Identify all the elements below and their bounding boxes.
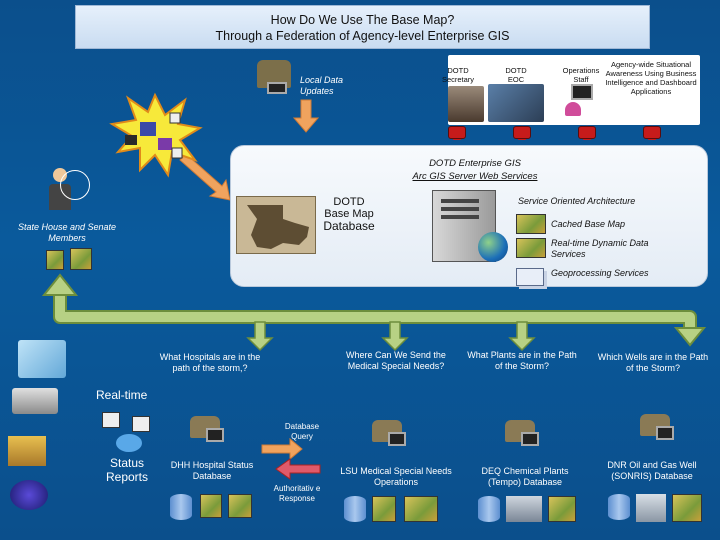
authoritative-arrow (275, 458, 321, 480)
agency-wide-label: Agency-wide Situational Awareness Using … (605, 60, 697, 96)
cached-map-label: Cached Base Map (551, 219, 626, 229)
local-update-arrow (292, 99, 320, 133)
dnr-operator-figure (640, 414, 680, 448)
deq-label: DEQ Chemical Plants (Tempo) Database (481, 466, 569, 487)
dhh-database-icon (170, 494, 192, 520)
status-reports-text: Status Reports (105, 456, 149, 484)
db-line3: Database (323, 219, 375, 233)
orange-arrow-query (261, 437, 303, 461)
green-bus-arrow (53, 290, 697, 332)
green-bus-arrowhead-down (673, 327, 707, 347)
lsu-map-thumb (372, 496, 396, 522)
drop-arrow-2 (381, 321, 409, 352)
school-icon (8, 436, 46, 466)
panel-heading-1: DOTD Enterprise GIS (429, 158, 521, 169)
operations-staff-label: Operations Staff (562, 66, 600, 84)
operations-staff-icon (565, 84, 599, 120)
deq-database-icon (478, 496, 500, 522)
presenter-ring (60, 170, 90, 200)
question-medical: Where Can We Send the Medical Special Ne… (346, 350, 446, 371)
soa-label: Service Oriented Architecture (518, 196, 636, 206)
lsu-photo-thumb (404, 496, 438, 522)
status-reports-label: Status Reports (98, 456, 156, 484)
panel-heading-2: Arc GIS Server Web Services (412, 171, 538, 182)
lsu-operator-figure (372, 420, 412, 454)
authoritative-label: Authoritativ e Response (273, 484, 321, 503)
connector-cap-1 (448, 126, 466, 139)
dotd-secretary-label: DOTD Secretary (441, 66, 475, 84)
realtime-services-label: Real-time Dynamic Data Services (551, 238, 649, 259)
drop-arrow-1 (246, 321, 274, 352)
globe-icon (478, 232, 508, 262)
panel-heading: DOTD Enterprise GIS Arc GIS Server Web S… (395, 157, 555, 183)
realtime-thumb (516, 238, 546, 258)
drop-arrow-3 (508, 321, 536, 352)
lsu-database-icon (344, 496, 366, 522)
question-wells: Which Wells are in the Path of the Storm… (597, 352, 709, 373)
local-updates-label: Local Data Updates (300, 75, 344, 96)
dnr-well-photo (636, 494, 666, 522)
title-line1: How Do We Use The Base Map? (270, 13, 455, 27)
page-title: How Do We Use The Base Map? Through a Fe… (75, 5, 650, 49)
lsu-label: LSU Medical Special Needs Operations (340, 466, 452, 487)
hospital-icon (12, 388, 58, 414)
question-plants: What Plants are in the Path of the Storm… (467, 350, 577, 371)
dnr-database-icon (608, 494, 630, 520)
deq-map-thumb (548, 496, 576, 522)
db-line1: DOTD (333, 196, 365, 208)
db-line2: Base Map (324, 208, 374, 220)
realtime-label: Real-time (96, 388, 148, 402)
dhh-label: DHH Hospital Status Database (170, 460, 254, 481)
dotd-eoc-label: DOTD EOC (505, 66, 527, 84)
state-house-label: State House and Senate Members (17, 222, 117, 243)
status-network-icon (102, 412, 158, 454)
dnr-map-thumb (672, 494, 702, 522)
geoprocessing-label: Geoprocessing Services (551, 268, 649, 278)
cached-map-thumb (516, 214, 546, 234)
dhh-operator-figure (190, 416, 230, 450)
document-icon-1 (46, 250, 64, 270)
orange-arrow-diag (179, 153, 231, 201)
dnr-label: DNR Oil and Gas Well (SONRIS) Database (607, 460, 697, 481)
green-bus-arrowhead-up (41, 273, 79, 296)
building-icon (18, 340, 66, 378)
geoprocessing-icon (516, 268, 544, 286)
connector-cap-4 (643, 126, 661, 139)
deq-operator-figure (505, 420, 545, 454)
document-icon-2 (70, 248, 92, 270)
dhh-chart-thumb (228, 494, 252, 518)
question-hospitals: What Hospitals are in the path of the st… (159, 352, 261, 373)
database-query-label: Database Query (284, 422, 320, 441)
local-updater-figure (257, 60, 291, 94)
facility-icon (10, 480, 48, 510)
eoc-photo (488, 84, 544, 122)
connector-cap-3 (578, 126, 596, 139)
secretary-photo (448, 86, 484, 122)
base-map-db-label: DOTD Base Map Database (316, 196, 382, 232)
louisiana-map (236, 196, 316, 254)
deq-plant-photo (506, 496, 542, 522)
dhh-map-thumb (200, 494, 222, 518)
title-line2: Through a Federation of Agency-level Ent… (215, 29, 510, 43)
connector-cap-2 (513, 126, 531, 139)
